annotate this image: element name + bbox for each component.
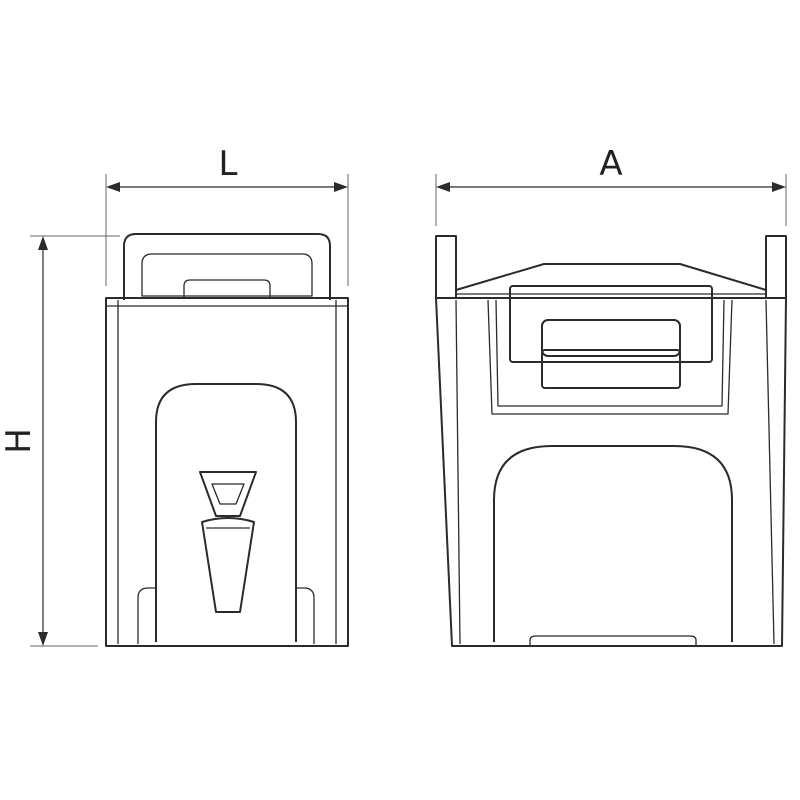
tap-spout bbox=[201, 517, 255, 613]
side-view bbox=[435, 235, 787, 647]
side-bottom-notch bbox=[529, 635, 697, 646]
front-handle bbox=[123, 233, 331, 300]
tap-handle bbox=[199, 471, 257, 517]
side-handle-grip-lower bbox=[541, 349, 681, 389]
arrow-h-top bbox=[38, 236, 48, 250]
arrow-a-right bbox=[772, 182, 786, 192]
front-view bbox=[105, 233, 349, 647]
side-recess bbox=[493, 445, 733, 642]
dimension-height: H bbox=[0, 235, 120, 647]
front-recess bbox=[155, 383, 297, 642]
side-handle-grip-upper bbox=[541, 319, 681, 357]
side-body-inner-left bbox=[455, 299, 461, 645]
front-handle-grip bbox=[183, 279, 271, 298]
arrow-h-bottom bbox=[38, 632, 48, 646]
dimension-length: L bbox=[105, 144, 349, 286]
dimension-width: A bbox=[435, 144, 787, 226]
front-foot-right bbox=[296, 587, 315, 644]
side-panel-inner bbox=[495, 299, 725, 407]
front-body bbox=[105, 297, 349, 647]
arrow-l-left bbox=[106, 182, 120, 192]
tap-handle-inner bbox=[211, 483, 245, 505]
front-handle-inner bbox=[141, 253, 313, 297]
label-width: A bbox=[599, 144, 622, 184]
front-foot-left bbox=[137, 587, 156, 644]
side-post-right bbox=[765, 235, 787, 299]
side-lid bbox=[455, 263, 767, 291]
label-height: H bbox=[0, 428, 39, 454]
side-panel bbox=[487, 299, 733, 415]
arrow-l-right bbox=[334, 182, 348, 192]
side-post-left bbox=[435, 235, 457, 299]
side-body-inner-right bbox=[765, 299, 775, 645]
arrow-a-left bbox=[436, 182, 450, 192]
side-body bbox=[435, 297, 787, 647]
label-length: L bbox=[219, 144, 238, 184]
side-handle bbox=[509, 285, 713, 363]
